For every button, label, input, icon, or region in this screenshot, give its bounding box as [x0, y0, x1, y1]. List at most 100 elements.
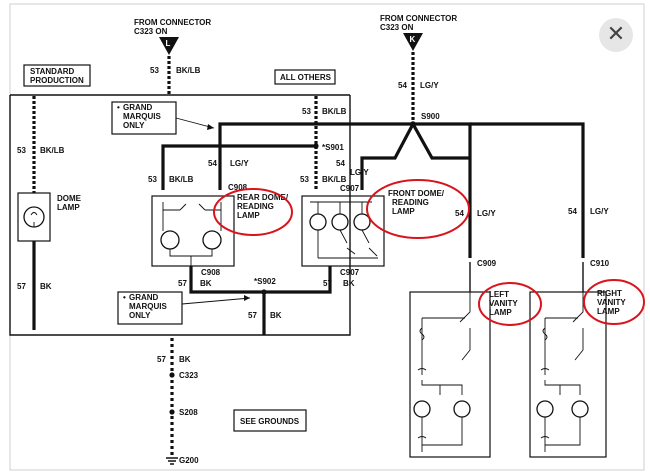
svg-text:LG/Y: LG/Y	[590, 207, 609, 216]
svg-text:MARQUIS: MARQUIS	[123, 112, 161, 121]
close-button[interactable]: ✕	[599, 18, 633, 52]
svg-text:BK: BK	[270, 311, 282, 320]
svg-text:C907: C907	[340, 268, 360, 277]
svg-text:57: 57	[323, 279, 332, 288]
svg-text:BK: BK	[179, 355, 191, 364]
svg-text:57: 57	[178, 279, 187, 288]
svg-text:C910: C910	[590, 259, 610, 268]
svg-text:LG/Y: LG/Y	[477, 209, 496, 218]
svg-text:C909: C909	[477, 259, 497, 268]
svg-text:57: 57	[157, 355, 166, 364]
highlight-left-vanity	[478, 282, 542, 326]
svg-text:C908: C908	[228, 183, 248, 192]
connector-c323-pin-l: FROM CONNECTOR C323 ON L	[134, 18, 211, 55]
svg-text:57: 57	[17, 282, 26, 291]
dome-lamp: DOME LAMP	[17, 192, 82, 242]
svg-text:L: L	[166, 39, 171, 48]
svg-text:•: •	[123, 293, 126, 302]
svg-text:BK/LB: BK/LB	[169, 175, 194, 184]
svg-text:LAMP: LAMP	[237, 211, 260, 220]
wire-54-branch	[411, 123, 470, 160]
svg-text:BK: BK	[200, 279, 212, 288]
svg-text:54: 54	[398, 81, 407, 90]
svg-text:C323: C323	[179, 371, 199, 380]
svg-text:FROM CONNECTOR: FROM CONNECTOR	[134, 18, 211, 27]
all-others-box	[274, 69, 336, 85]
svg-text:LEFT: LEFT	[489, 290, 509, 299]
svg-text:C323 ON: C323 ON	[134, 27, 168, 36]
rear-dome-reading-lamp: REAR DOME/ READING LAMP	[151, 193, 289, 267]
svg-text:57: 57	[248, 311, 257, 320]
grand-marquis-note-bottom: • GRAND MARQUIS ONLY	[117, 291, 251, 325]
wire-54-rear	[218, 122, 413, 190]
svg-text:ONLY: ONLY	[123, 121, 145, 130]
svg-text:C907: C907	[340, 184, 360, 193]
svg-text:LG/Y: LG/Y	[420, 81, 439, 90]
svg-text:K: K	[410, 35, 416, 44]
svg-text:*S902: *S902	[254, 277, 276, 286]
svg-text:S208: S208	[179, 408, 198, 417]
svg-text:PRODUCTION: PRODUCTION	[30, 76, 84, 85]
option-boundary-box	[9, 95, 351, 336]
svg-text:BK/LB: BK/LB	[40, 146, 65, 155]
svg-text:C908: C908	[201, 268, 221, 277]
highlight-front-dome	[366, 179, 470, 239]
svg-text:ONLY: ONLY	[129, 311, 151, 320]
svg-text:RIGHT: RIGHT	[597, 289, 622, 298]
svg-text:53: 53	[302, 107, 311, 116]
front-dome-reading-lamp: FRONT DOME/ READING LAMP	[301, 189, 445, 267]
svg-text:REAR DOME/: REAR DOME/	[237, 193, 289, 202]
svg-text:54: 54	[208, 159, 217, 168]
svg-text:53: 53	[17, 146, 26, 155]
wire-53-rear	[161, 144, 316, 190]
svg-text:54: 54	[455, 209, 464, 218]
svg-text:LAMP: LAMP	[489, 308, 512, 317]
svg-text:LG/Y: LG/Y	[350, 168, 369, 177]
grand-marquis-note-top: • GRAND MARQUIS ONLY	[111, 101, 215, 135]
svg-text:•: •	[117, 103, 120, 112]
svg-text:BK/LB: BK/LB	[176, 66, 201, 75]
standard-production-box	[23, 64, 91, 87]
highlight-rear-dome	[213, 188, 293, 236]
svg-text:53: 53	[300, 175, 309, 184]
svg-text:VANITY: VANITY	[597, 298, 626, 307]
svg-text:GRAND: GRAND	[129, 293, 159, 302]
svg-text:FROM CONNECTOR: FROM CONNECTOR	[380, 14, 457, 23]
close-icon: ✕	[606, 22, 626, 47]
svg-text:READING: READING	[237, 202, 274, 211]
svg-text:STANDARD: STANDARD	[30, 67, 75, 76]
svg-text:53: 53	[148, 175, 157, 184]
svg-text:54: 54	[568, 207, 577, 216]
svg-text:LAMP: LAMP	[597, 307, 620, 316]
wire-54-front	[360, 123, 415, 190]
svg-text:VANITY: VANITY	[489, 299, 518, 308]
svg-text:ALL OTHERS: ALL OTHERS	[280, 73, 332, 82]
svg-text:LG/Y: LG/Y	[230, 159, 249, 168]
svg-text:BK: BK	[40, 282, 52, 291]
svg-text:MARQUIS: MARQUIS	[129, 302, 167, 311]
see-grounds-box	[233, 409, 307, 432]
svg-text:READING: READING	[392, 198, 429, 207]
wire-57-lamps	[189, 266, 332, 294]
svg-text:GRAND: GRAND	[123, 103, 153, 112]
svg-text:53: 53	[150, 66, 159, 75]
svg-text:S900: S900	[421, 112, 440, 121]
highlight-right-vanity	[583, 279, 645, 325]
connector-c323-pin-k: FROM CONNECTOR C323 ON K	[380, 14, 457, 51]
svg-text:54: 54	[336, 159, 345, 168]
svg-text:LAMP: LAMP	[57, 203, 80, 212]
wire-54-right-vanity	[470, 122, 585, 258]
svg-text:*S901: *S901	[322, 143, 344, 152]
left-vanity-lamp: LEFT VANITY LAMP	[409, 262, 518, 458]
svg-text:BK: BK	[343, 279, 355, 288]
svg-text:BK/LB: BK/LB	[322, 107, 347, 116]
svg-text:FRONT DOME/: FRONT DOME/	[388, 189, 445, 198]
svg-text:BK/LB: BK/LB	[322, 175, 347, 184]
svg-text:LAMP: LAMP	[392, 207, 415, 216]
svg-text:DOME: DOME	[57, 194, 82, 203]
right-vanity-lamp: RIGHT VANITY LAMP	[529, 262, 626, 458]
svg-text:G200: G200	[179, 456, 199, 465]
svg-text:SEE GROUNDS: SEE GROUNDS	[240, 417, 300, 426]
